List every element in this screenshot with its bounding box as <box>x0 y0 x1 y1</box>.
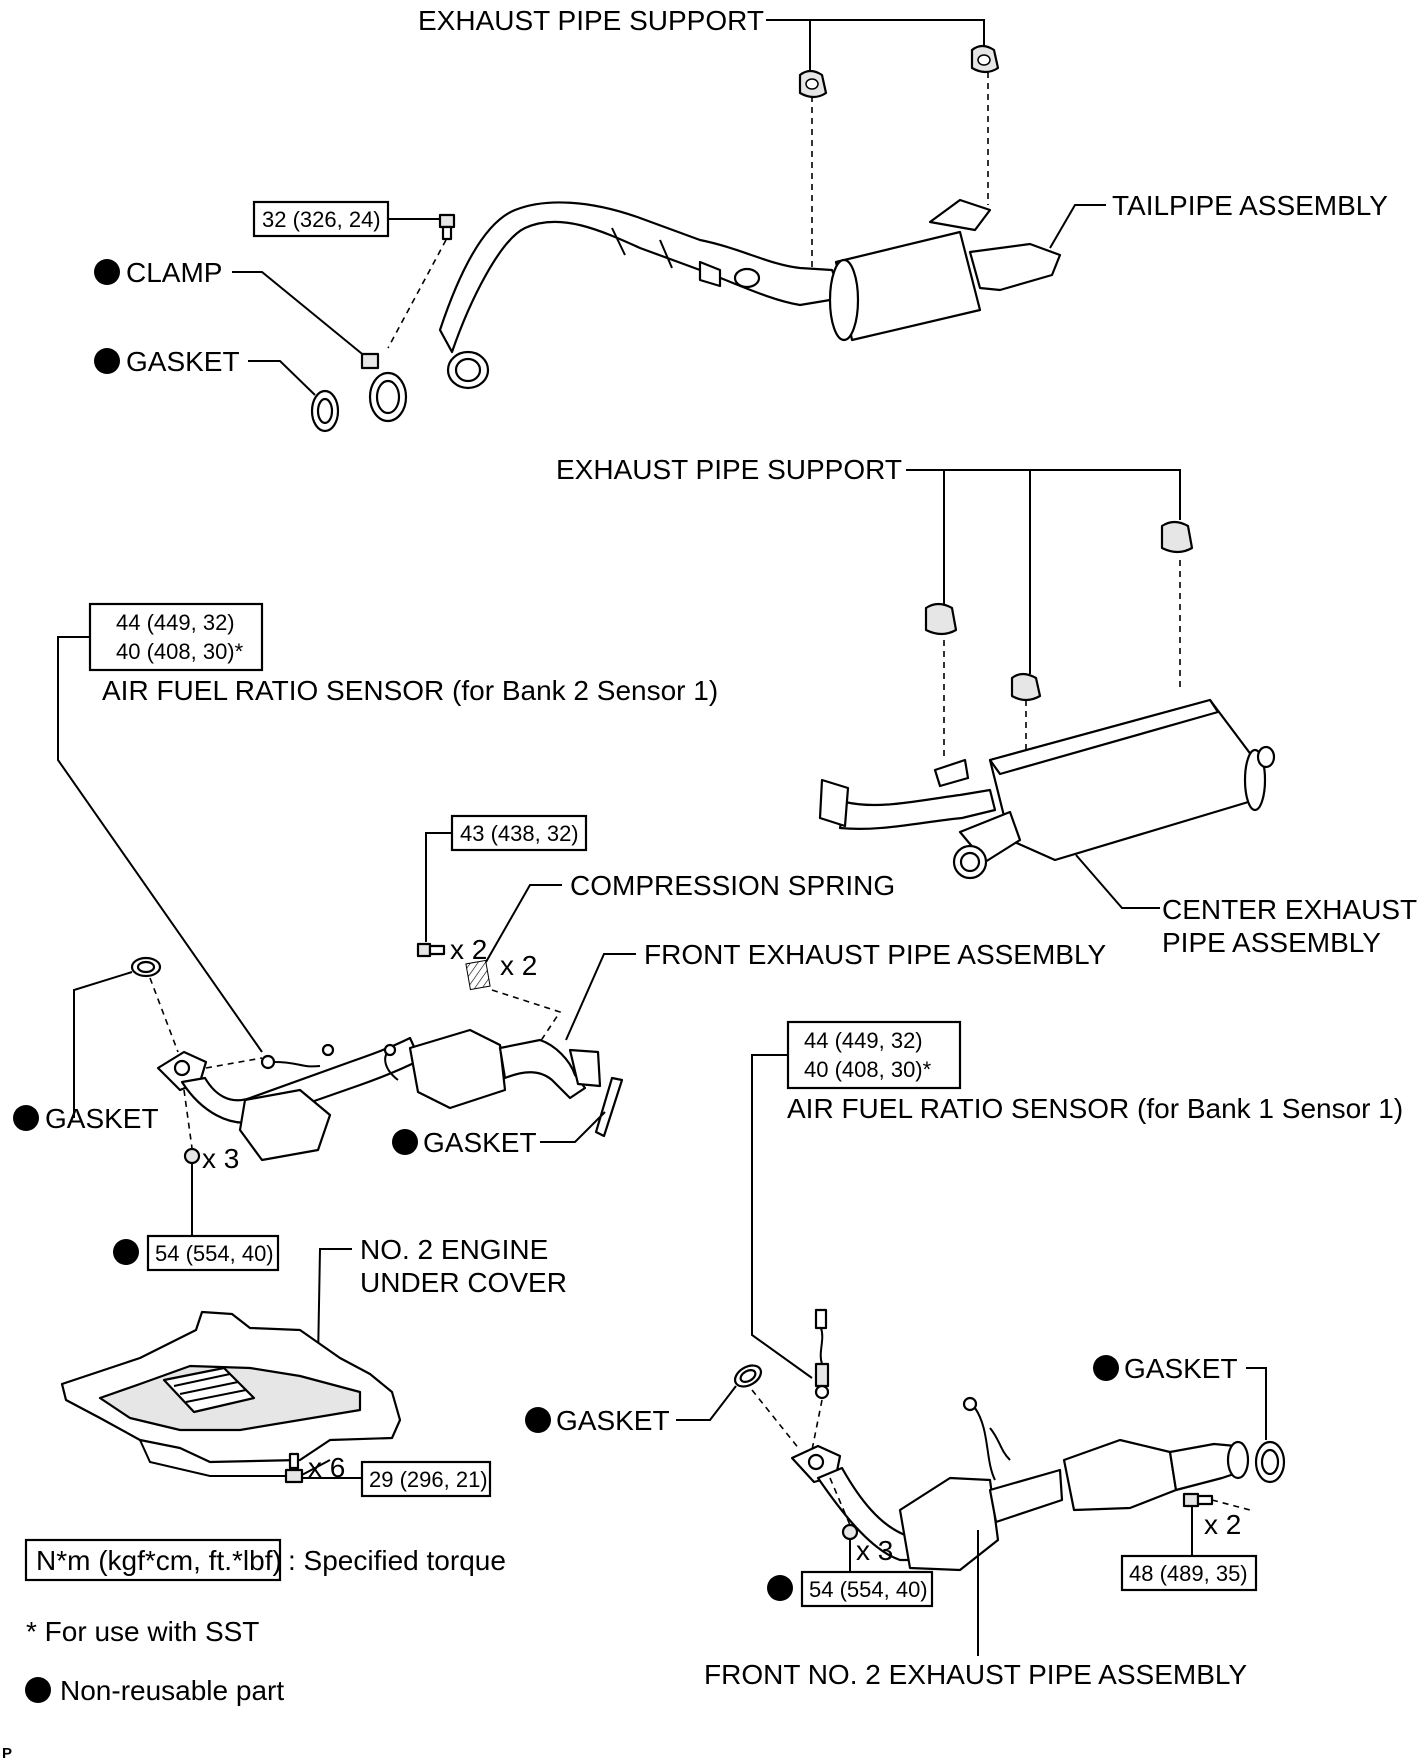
front-no2-exhaust-pipe-assembly <box>790 1396 1250 1572</box>
torque-box-front-pipe-nut <box>146 1234 280 1272</box>
front-exhaust-pipe-assembly <box>156 1028 602 1162</box>
torque-sensor-bank2-line1: 44 (449, 32) <box>116 610 235 635</box>
non-reusable-dot-gasket-right <box>1093 1355 1119 1381</box>
non-reusable-dot-gasket-lower-left <box>525 1407 551 1433</box>
torque-box-front-no2-nut <box>800 1570 934 1608</box>
center-exhaust-pipe-assembly <box>818 698 1276 880</box>
torque-sensor-bank1-line2: 40 (408, 30)* <box>804 1057 932 1082</box>
corner-mark: P <box>2 1745 12 1762</box>
tailpipe-assembly <box>438 198 1062 390</box>
torque-spring-bolt: 43 (438, 32) <box>460 821 579 846</box>
non-reusable-dot-gasket-mid <box>392 1129 418 1155</box>
non-reusable-dot-front-no2-nut <box>767 1575 793 1601</box>
torque-box-front-no2-bolt <box>1120 1554 1258 1592</box>
non-reusable-dot-gasket-left <box>13 1105 39 1131</box>
torque-cover-bolt: 29 (296, 21) <box>369 1467 488 1492</box>
legend-non-reusable: Non-reusable part <box>60 1675 284 1706</box>
front-no2-bolt <box>1182 1492 1214 1508</box>
label-front-no2-exhaust-pipe: FRONT NO. 2 EXHAUST PIPE ASSEMBLY <box>704 1659 1247 1690</box>
front-pipe-nut <box>183 1147 201 1165</box>
tailpipe-bolt <box>438 213 456 241</box>
label-no2-under-cover-line2: UNDER COVER <box>360 1267 567 1298</box>
qty-spring: x 2 <box>500 950 537 981</box>
legend-torque-units: N*m (kgf*cm, ft.*lbf) <box>36 1545 282 1576</box>
no2-engine-under-cover <box>60 1310 402 1477</box>
torque-tailpipe-bolt: 32 (326, 24) <box>262 207 381 232</box>
qty-front-nut: x 3 <box>202 1143 239 1174</box>
legend-torque-box <box>24 1538 282 1582</box>
label-center-exhaust-line2: PIPE ASSEMBLY <box>1162 927 1381 958</box>
spring-bolt <box>416 942 446 958</box>
exhaust-pipe-support-5 <box>1010 672 1042 702</box>
label-front-exhaust-pipe: FRONT EXHAUST PIPE ASSEMBLY <box>644 939 1106 970</box>
label-gasket-left: GASKET <box>45 1103 159 1134</box>
gasket-lower-left-ring <box>733 1364 763 1388</box>
label-gasket-right: GASKET <box>1124 1353 1238 1384</box>
label-gasket-mid: GASKET <box>423 1127 537 1158</box>
torque-box-sensor-bank2 <box>88 602 264 672</box>
qty-front-no2-bolt: x 2 <box>1204 1509 1241 1540</box>
exhaust-pipe-support-3 <box>1160 520 1194 554</box>
label-exhaust-pipe-support-top: EXHAUST PIPE SUPPORT <box>418 5 764 36</box>
exhaust-pipe-support-2 <box>970 44 1000 74</box>
exhaust-pipe-support-4 <box>924 602 958 636</box>
non-reusable-dot-gasket-top <box>94 348 120 374</box>
cover-bolt <box>284 1452 304 1484</box>
label-air-fuel-bank2: AIR FUEL RATIO SENSOR (for Bank 2 Sensor… <box>102 675 718 706</box>
legend-torque-desc: : Specified torque <box>288 1545 506 1576</box>
front-no2-nut <box>841 1523 859 1541</box>
gasket-mid-part <box>594 1076 624 1138</box>
air-fuel-sensor-bank1 <box>814 1308 830 1400</box>
non-reusable-dot-clamp <box>94 259 120 285</box>
compression-spring <box>465 959 491 991</box>
legend-sst-note: * For use with SST <box>26 1616 259 1647</box>
torque-front-no2-bolt: 48 (489, 35) <box>1129 1561 1248 1586</box>
non-reusable-dot-front-nut <box>113 1239 139 1265</box>
exhaust-pipe-support-1 <box>798 69 828 99</box>
torque-box-spring-bolt <box>450 814 588 852</box>
label-gasket-top: GASKET <box>126 346 240 377</box>
label-compression-spring: COMPRESSION SPRING <box>570 870 895 901</box>
qty-spring-bolt: x 2 <box>450 934 487 965</box>
torque-front-pipe-nut: 54 (554, 40) <box>155 1241 274 1266</box>
label-gasket-lower-left: GASKET <box>556 1405 670 1436</box>
label-air-fuel-bank1: AIR FUEL RATIO SENSOR (for Bank 1 Sensor… <box>787 1093 1403 1124</box>
torque-sensor-bank2-line2: 40 (408, 30)* <box>116 639 244 664</box>
gasket-top <box>310 389 340 433</box>
label-no2-under-cover-line1: NO. 2 ENGINE <box>360 1234 548 1265</box>
torque-box-cover-bolt <box>360 1460 492 1498</box>
torque-sensor-bank1-line1: 44 (449, 32) <box>804 1028 923 1053</box>
label-center-exhaust-line1: CENTER EXHAUST <box>1162 894 1417 925</box>
gasket-right-ring <box>1254 1440 1286 1484</box>
clamp <box>360 352 408 423</box>
legend-non-reusable-dot <box>25 1677 51 1703</box>
label-exhaust-pipe-support-mid: EXHAUST PIPE SUPPORT <box>556 454 902 485</box>
label-tailpipe-assembly: TAILPIPE ASSEMBLY <box>1112 190 1388 221</box>
torque-front-no2-nut: 54 (554, 40) <box>809 1577 928 1602</box>
label-clamp: CLAMP <box>126 257 222 288</box>
qty-front-no2-nut: x 3 <box>856 1535 893 1566</box>
gasket-left-ring <box>130 956 162 978</box>
